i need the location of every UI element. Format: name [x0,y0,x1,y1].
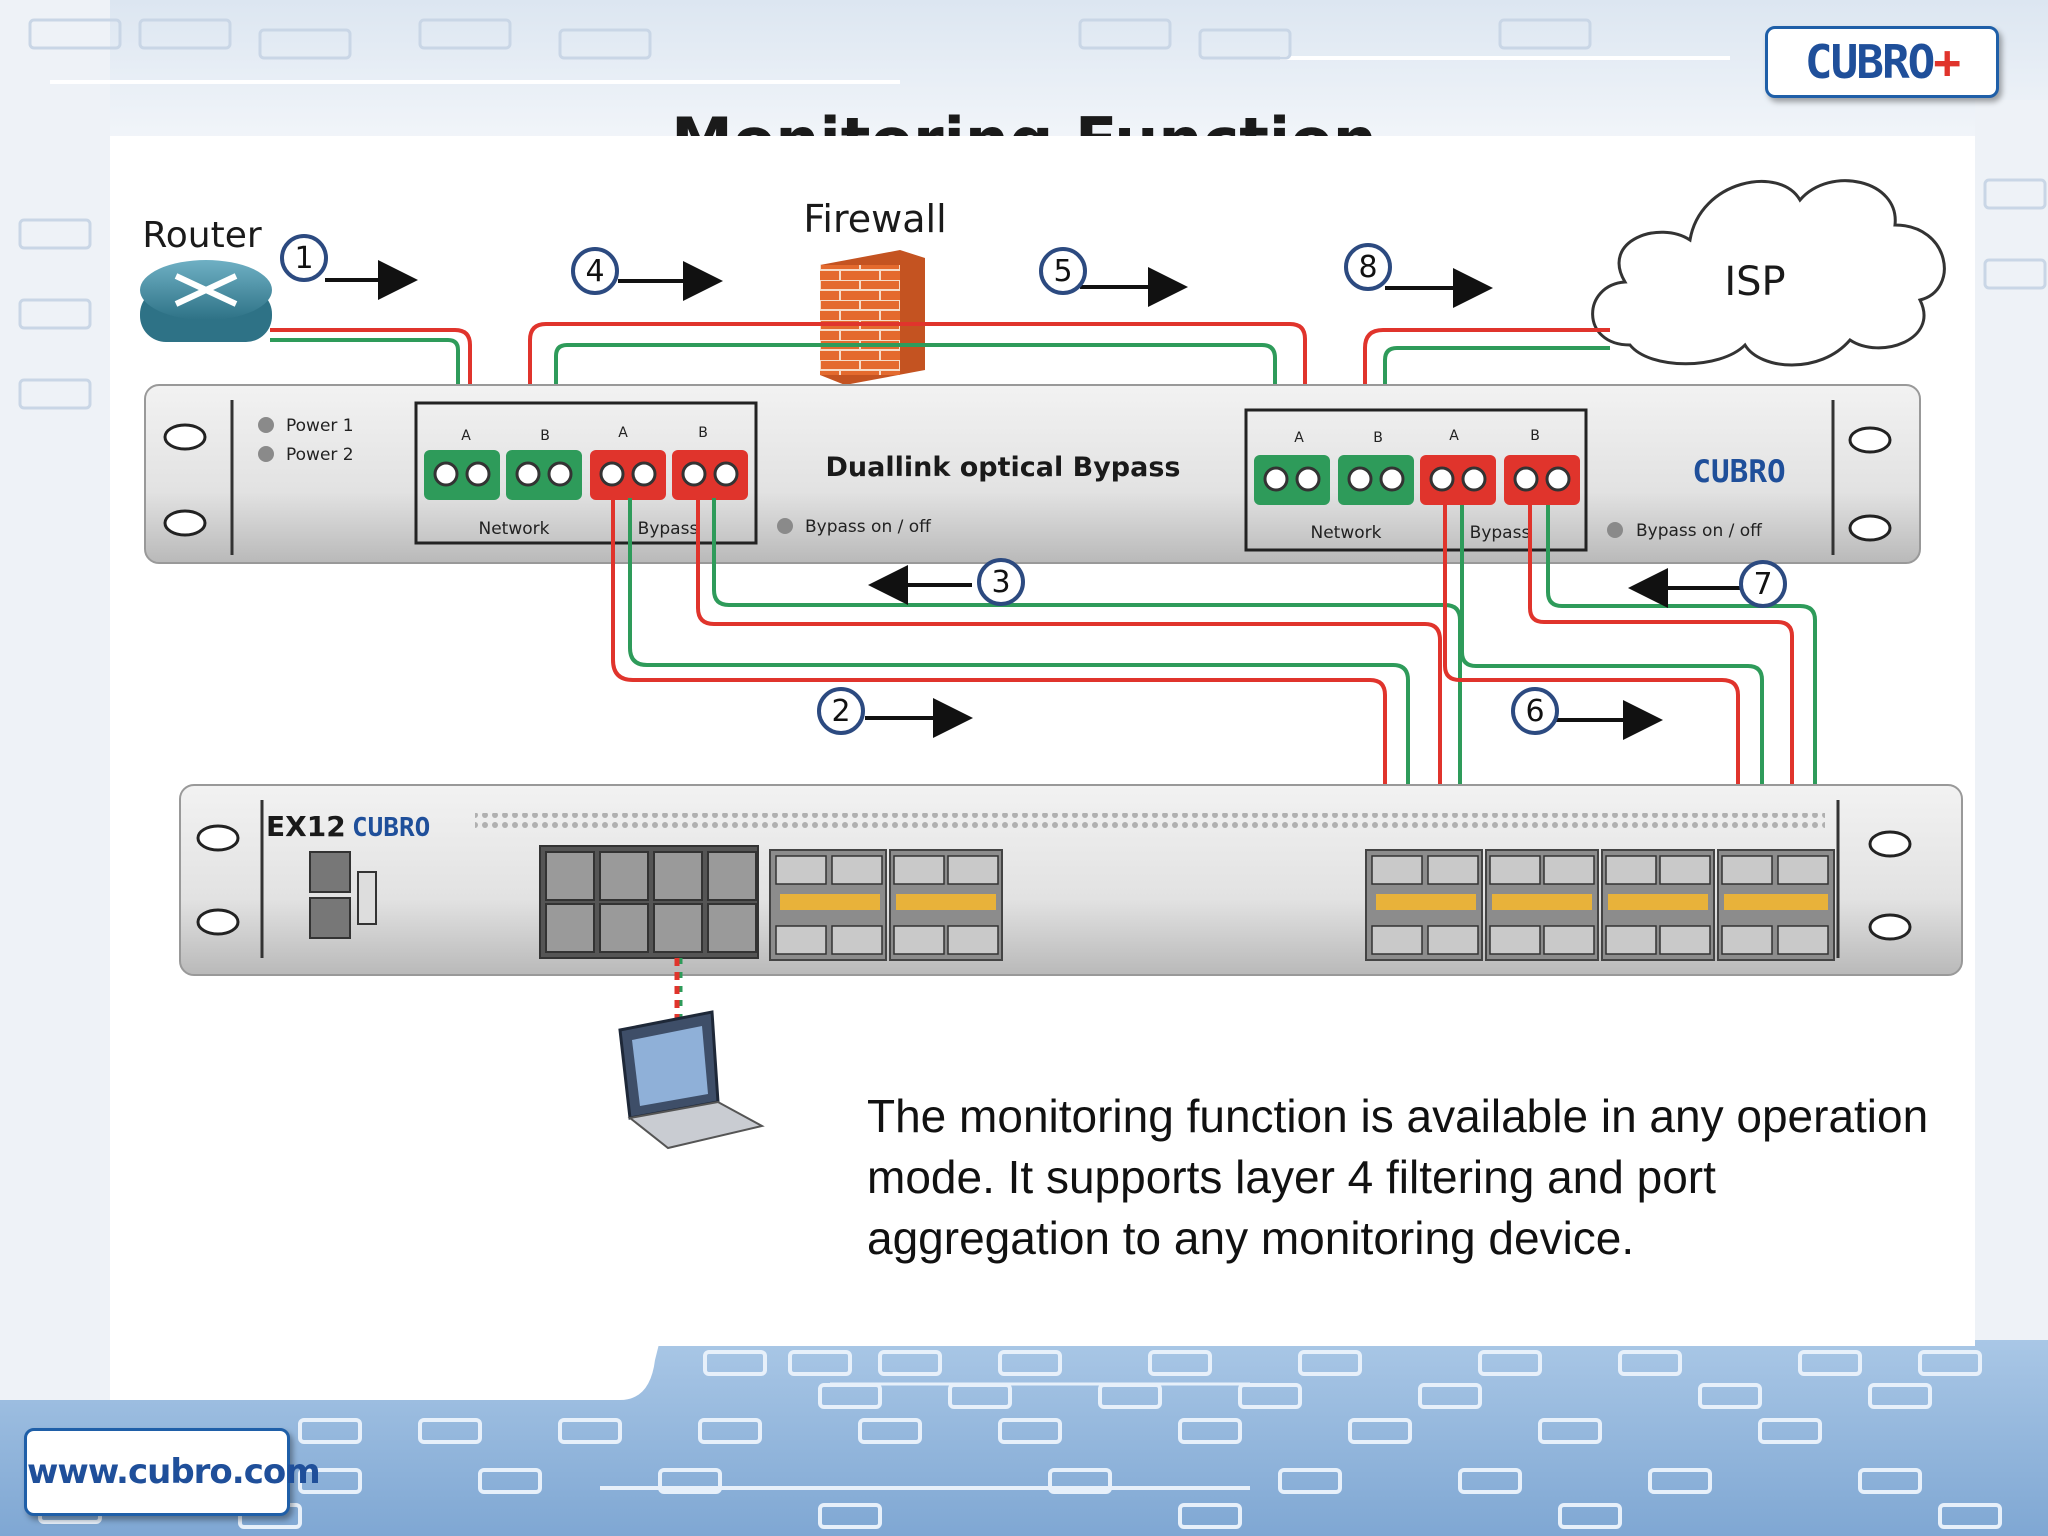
port-a-label: A [1294,430,1304,446]
step-marker-8 [1344,243,1392,291]
bypass-device-name: Duallink optical Bypass [826,452,1181,483]
step-number: 1 [294,241,313,276]
step-number: 2 [831,694,850,729]
port-b-label: B [540,428,550,444]
step-marker-6 [1511,687,1559,735]
bypass-switch-led [777,518,793,534]
bypass-device-logo: CUBRO [1692,454,1785,490]
router-icon [140,260,272,342]
duallink-bypass-device [144,384,1921,564]
step-marker-5 [1039,247,1087,295]
bypass-label: Bypass [1470,523,1531,543]
port-b-label: B [698,425,708,441]
switch-logo: CUBRO [352,813,430,843]
description-text: The monitoring function is available in … [867,1090,1929,1264]
step-marker-4 [571,247,619,295]
bypass-switch-led [1607,522,1623,538]
step-marker-2 [817,687,865,735]
network-label: Network [1311,523,1382,543]
step-number: 6 [1525,694,1544,729]
step-number: 3 [991,565,1010,600]
step-number: 7 [1753,567,1772,602]
website-link[interactable]: www.cubro.com [24,1428,321,1516]
bypass-switch-label: Bypass on / off [1636,521,1763,541]
port-a-label: A [461,428,471,444]
step-marker-7 [1739,560,1787,608]
network-label: Network [479,519,550,539]
ex12-switch-device [179,784,1963,976]
laptop-icon [618,1010,765,1150]
step-marker-1 [280,234,328,282]
bypass-left-ports [424,450,748,500]
bypass-label: Bypass [638,519,699,539]
power2-label: Power 2 [286,445,354,465]
firewall-label: Firewall [803,197,946,241]
isp-cloud-icon [1591,179,1946,367]
cubro-logo: CUBRO+ [1765,26,1999,98]
step-marker-3 [977,558,1025,606]
power-led [258,417,274,462]
bypass-switch-label: Bypass on / off [805,517,932,537]
router-label: Router [142,215,262,256]
step-number: 4 [585,254,604,289]
step-number: 5 [1053,254,1072,289]
step-number: 8 [1358,250,1377,285]
port-b-label: B [1530,428,1540,444]
firewall-icon [820,250,925,385]
switch-model-label: EX12 [266,810,346,843]
bypass-right-ports [1254,455,1580,505]
port-a-label: A [618,425,628,441]
power1-label: Power 1 [286,416,354,436]
isp-label: ISP [1724,259,1785,305]
port-b-label: B [1373,430,1383,446]
step-arrows [325,260,1740,740]
port-a-label: A [1449,428,1459,444]
